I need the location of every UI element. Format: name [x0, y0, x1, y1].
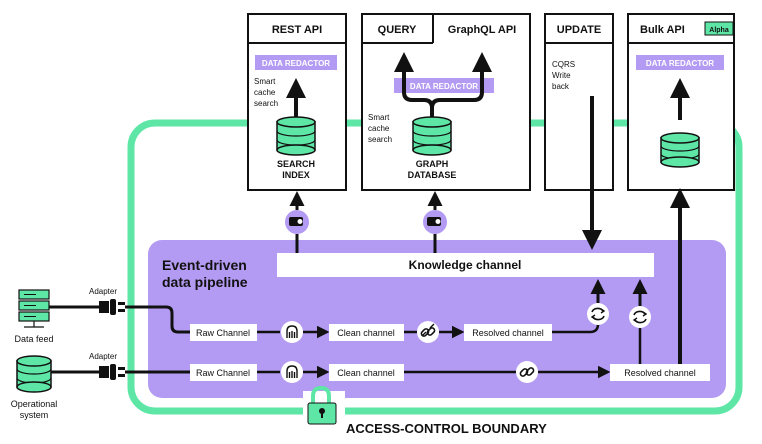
update-panel: UPDATE CQRS Write back [544, 13, 614, 191]
rest-note-3: search [254, 99, 278, 108]
graphql-data-redactor-label: DATA REDACTOR [410, 82, 478, 91]
data-feed-label: Data feed [14, 334, 53, 344]
feed-adapter-label: Adapter [89, 287, 117, 296]
update-note-1: CQRS [552, 60, 575, 69]
row1-link-icon [417, 321, 439, 343]
lock-icon [303, 385, 345, 427]
pipeline-area [148, 240, 726, 398]
bulk-data-redactor-label: DATA REDACTOR [646, 59, 714, 68]
row1-resolved-channel-label: Resolved channel [472, 328, 544, 338]
projector-icon-rest [285, 191, 309, 253]
graphql-note-1: Smart [368, 113, 390, 122]
update-note-3: back [552, 82, 570, 91]
row1-filter-icon [281, 321, 303, 343]
alpha-badge-label: Alpha [709, 27, 729, 34]
search-index-label-1: SEARCH [277, 159, 315, 169]
bulk-api-panel: Bulk API Alpha DATA REDACTOR [627, 13, 735, 191]
graph-database-label-1: GRAPH [416, 159, 449, 169]
rest-api-title: REST API [272, 24, 322, 36]
row1-raw-channel-label: Raw Channel [196, 328, 250, 338]
rest-note-1: Smart [254, 77, 276, 86]
row2-filter-icon [281, 361, 303, 383]
row2-resolved-channel-label: Resolved channel [624, 368, 696, 378]
graph-database-icon [412, 116, 452, 156]
pipeline-title-line1: Event-driven [162, 257, 247, 273]
rest-note-2: cache [254, 88, 276, 97]
server-icon [18, 289, 50, 328]
operational-system-label-2: system [20, 410, 49, 420]
row2-resolved-channel [610, 364, 710, 381]
plug-icon-feed [99, 299, 125, 315]
row2-clean-channel-label: Clean channel [337, 368, 395, 378]
access-control-boundary-label: ACCESS-CONTROL BOUNDARY [346, 421, 547, 436]
plug-icon-ops [99, 364, 125, 380]
search-index-label-2: INDEX [282, 170, 310, 180]
graphql-api-title: GraphQL API [448, 24, 516, 36]
database-icon [16, 355, 52, 393]
row2-clean-channel [329, 364, 404, 381]
graphql-note-2: cache [368, 124, 390, 133]
row2-sync-icon [629, 306, 651, 328]
bulk-api-title: Bulk API [640, 24, 685, 36]
pipeline-row-1: Raw Channel Clean channel Resolved chann… [125, 279, 609, 343]
bulk-database-icon [660, 132, 700, 168]
row2-link-icon [516, 361, 538, 383]
query-title: QUERY [378, 24, 417, 36]
pipeline-title-line2: data pipeline [162, 274, 248, 290]
search-index-database-icon [276, 116, 316, 156]
row1-clean-channel [329, 324, 404, 341]
row1-sync-icon [587, 303, 609, 325]
knowledge-channel-label: Knowledge channel [409, 258, 522, 272]
row1-resolved-channel [464, 324, 552, 341]
alpha-badge [704, 21, 734, 36]
operational-system-source: Operational system Adapter [11, 352, 125, 420]
rest-data-redactor [255, 55, 337, 70]
rest-api-panel: REST API DATA REDACTOR Smart cache searc… [247, 13, 347, 191]
graphql-api-panel: QUERY GraphQL API DATA REDACTOR Smart ca… [361, 13, 531, 191]
graphql-note-3: search [368, 135, 392, 144]
update-title: UPDATE [557, 24, 601, 36]
row1-raw-channel [190, 324, 257, 341]
operational-system-label-1: Operational [11, 399, 58, 409]
graphql-data-redactor [394, 78, 494, 93]
row1-clean-channel-label: Clean channel [337, 328, 395, 338]
row2-raw-channel-label: Raw Channel [196, 368, 250, 378]
graph-database-label-2: DATABASE [408, 170, 457, 180]
ops-adapter-label: Adapter [89, 352, 117, 361]
rest-data-redactor-label: DATA REDACTOR [262, 59, 330, 68]
data-feed-source: Data feed Adapter [14, 287, 125, 344]
knowledge-channel [277, 253, 654, 277]
update-note-2: Write [552, 71, 571, 80]
projector-icon-graph [423, 191, 447, 253]
pipeline-row-2: Raw Channel Clean channel Resolved chann… [125, 279, 710, 383]
bulk-data-redactor [636, 55, 724, 70]
row2-raw-channel [190, 364, 257, 381]
